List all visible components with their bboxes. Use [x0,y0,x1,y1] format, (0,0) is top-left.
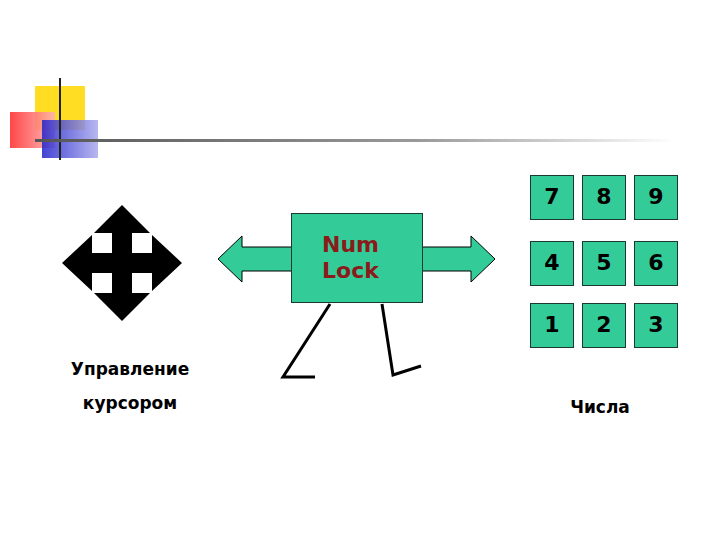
number-key: 7 [530,175,574,220]
number-key: 4 [530,241,574,286]
key-digit: 7 [544,184,559,210]
cursor-cross-arrow [62,205,182,321]
key-digit: 2 [596,312,611,338]
key-digit: 8 [596,184,611,210]
key-digit: 5 [596,250,611,276]
number-key: 9 [634,175,678,220]
key-label: Num Lock [322,232,382,285]
number-key: 1 [530,303,574,348]
vertical-rule [59,78,61,160]
number-key: 3 [634,303,678,348]
right-leg [382,304,421,375]
horizontal-rule [35,139,675,142]
left-leg [283,304,330,377]
number-key: 8 [582,175,626,220]
number-key: 5 [582,241,626,286]
key-digit: 3 [648,312,663,338]
number-key: 2 [582,303,626,348]
key-digit: 1 [544,312,559,338]
number-key: 6 [634,241,678,286]
corner-decoration [10,78,675,160]
key-digit: 4 [544,250,559,276]
caption-label: Числа [540,390,660,424]
key-digit: 6 [648,250,663,276]
caption-label: Управление курсором [50,352,210,420]
stick-legs [283,304,421,377]
numlock-key: Num Lock [291,213,423,303]
key-digit: 9 [648,184,663,210]
